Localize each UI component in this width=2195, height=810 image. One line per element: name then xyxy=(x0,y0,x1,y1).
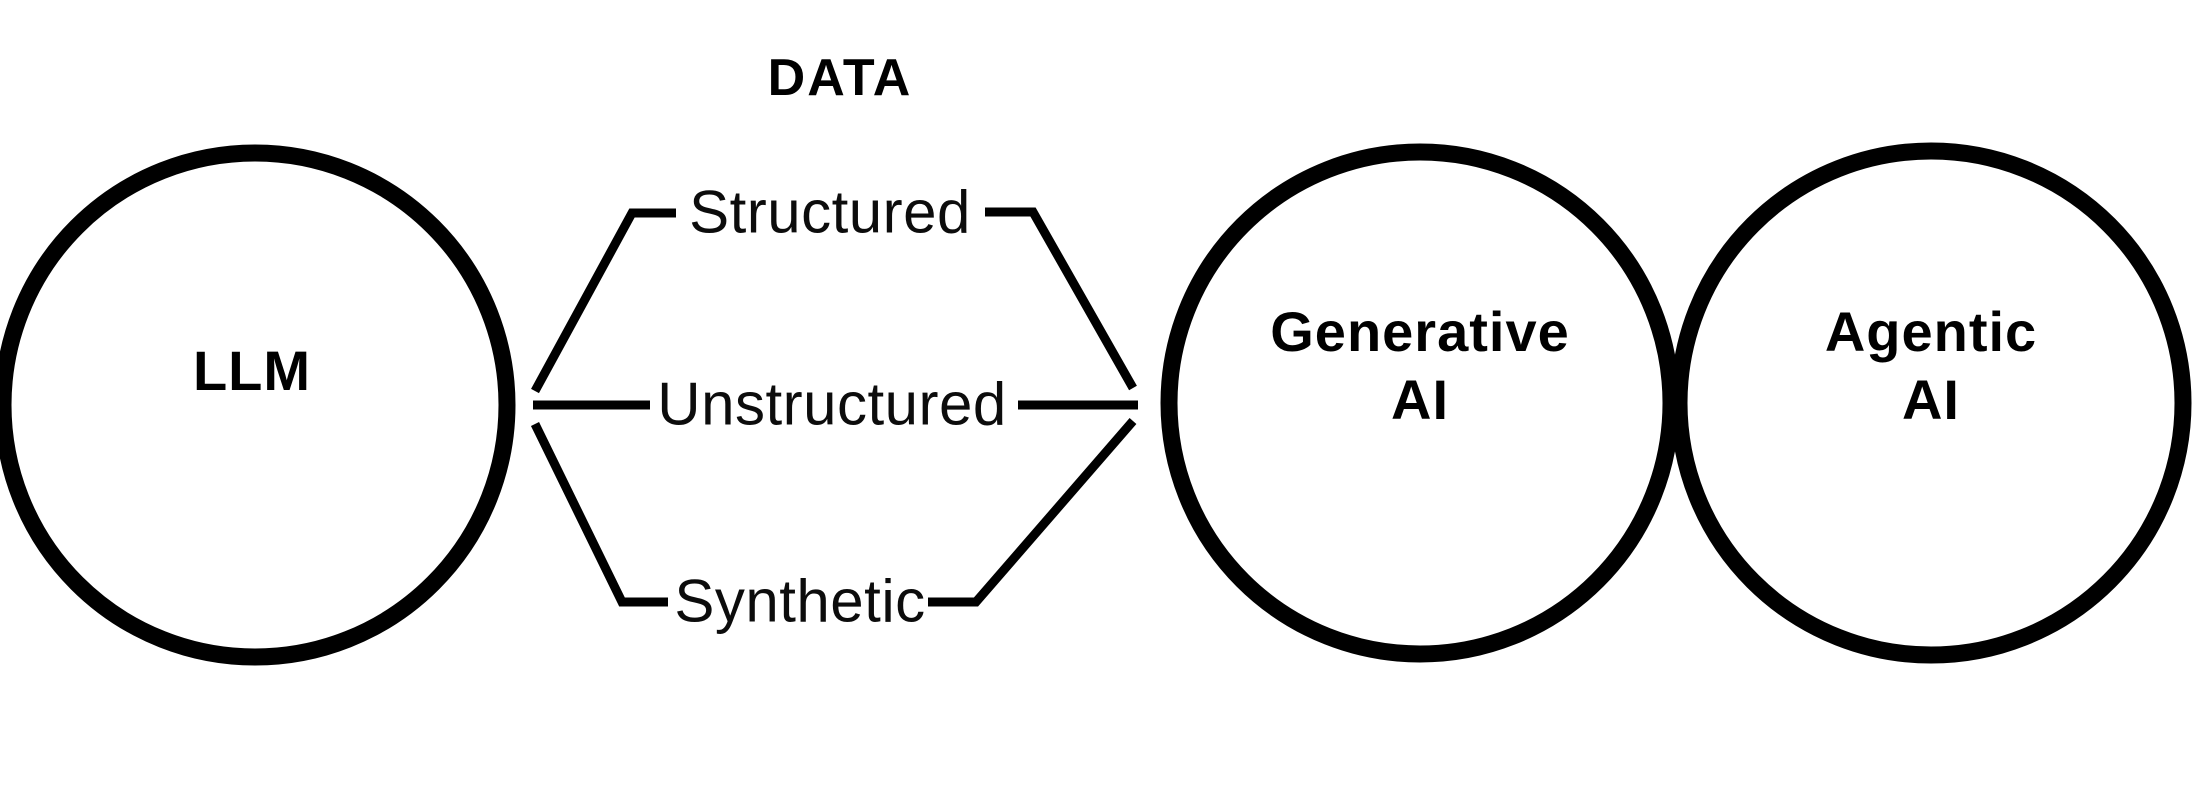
agentic-ai-circle xyxy=(1670,142,2192,664)
generative-ai-line1: Generative xyxy=(1270,300,1570,363)
data-heading: DATA xyxy=(767,49,913,107)
connector-synthetic-right xyxy=(928,418,1137,607)
generative-ai-line2: AI xyxy=(1391,368,1449,431)
llm-circle xyxy=(0,144,516,666)
agentic-ai-line2: AI xyxy=(1901,368,1960,431)
structured-label: Structured xyxy=(689,178,971,246)
unstructured-label: Unstructured xyxy=(657,370,1007,438)
connector-structured-right xyxy=(985,207,1137,391)
agentic-ai-label: Agentic AI xyxy=(1825,298,2037,434)
generative-ai-label: Generative AI xyxy=(1270,298,1570,434)
llm-label: LLM xyxy=(192,339,312,402)
agentic-ai-line1: Agentic xyxy=(1824,300,2038,363)
synthetic-label: Synthetic xyxy=(674,567,926,635)
connector-synthetic-left xyxy=(530,422,668,607)
connector-structured-left xyxy=(531,208,676,394)
